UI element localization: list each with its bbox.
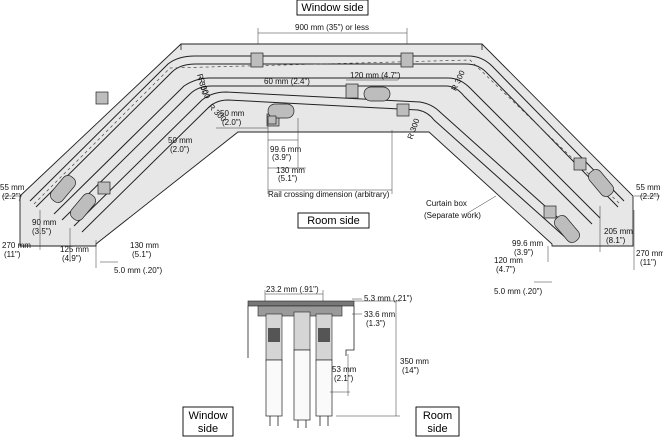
room-side-top-box: Room side bbox=[297, 212, 370, 229]
dim-270r-2: (11") bbox=[640, 258, 657, 267]
rail-outer bbox=[29, 55, 625, 202]
dim-270r-1: 270 mm bbox=[636, 249, 663, 258]
dim-90-2: (3.5") bbox=[32, 227, 52, 236]
dim-205-1: 205 mm bbox=[604, 227, 633, 236]
room-side-bottom-box: Room side bbox=[415, 406, 460, 437]
dim-23: 23.2 mm (.91") bbox=[266, 285, 319, 294]
dim-99b-2: (3.9") bbox=[514, 248, 534, 257]
window-side-bottom-box: Window side bbox=[182, 406, 234, 437]
room-side-bottom-label-1: Room bbox=[423, 410, 452, 422]
dim-33-6-2: (1.3") bbox=[366, 319, 386, 328]
window-side-top-box: Window side bbox=[296, 0, 369, 16]
dim-55l-2: (2.2") bbox=[2, 192, 22, 201]
dim-99a-1: 99.6 mm bbox=[270, 145, 301, 154]
room-side-bottom-label-2: side bbox=[427, 423, 447, 435]
dim-50a-2: (2.0") bbox=[222, 118, 242, 127]
dim-90-1: 90 mm bbox=[32, 218, 57, 227]
dim-125-1: 125 mm bbox=[60, 245, 89, 254]
dim-5-3: 5.3 mm (.21") bbox=[364, 294, 413, 303]
rail-middle bbox=[53, 77, 601, 219]
dim-60: 60 mm (2.4") bbox=[264, 77, 310, 86]
curtain-box-label-2: (Separate work) bbox=[424, 211, 481, 220]
dim-900-label: 900 mm (35") or less bbox=[295, 23, 369, 32]
dim-50b-2: (2.0") bbox=[170, 145, 190, 154]
dim-55r-1: 55 mm bbox=[636, 183, 661, 192]
dim-5l: 5.0 mm (.20") bbox=[114, 266, 163, 275]
dim-130b-1: 130 mm bbox=[130, 241, 159, 250]
brackets bbox=[50, 52, 614, 243]
dim-130b-2: (5.1") bbox=[132, 250, 152, 259]
curtain-box-label-1: Curtain box bbox=[426, 199, 467, 208]
dim-53mm-1: 53 mm bbox=[332, 365, 357, 374]
window-side-bottom-label-1: Window bbox=[188, 410, 227, 422]
dim-125-2: (4.9") bbox=[62, 254, 82, 263]
dim-53mm-2: (2.1") bbox=[334, 374, 354, 383]
cross-section: 23.2 mm (.91") 5.3 mm (.21") 33.6 mm (1.… bbox=[247, 285, 429, 428]
dim-99a-2: (3.9") bbox=[272, 153, 292, 162]
dim-130a-2: (5.1") bbox=[278, 174, 298, 183]
dim-130a-1: 130 mm bbox=[276, 166, 305, 175]
window-side-top-label: Window side bbox=[301, 2, 363, 14]
rail-inner bbox=[73, 91, 575, 233]
dim-350-1: 350 mm bbox=[400, 357, 429, 366]
dim-5r: 5.0 mm (.20") bbox=[494, 287, 543, 296]
dim-120b-2: (4.7") bbox=[496, 265, 516, 274]
dim-99b-1: 99.6 mm bbox=[512, 239, 543, 248]
dim-33-6-1: 33.6 mm bbox=[364, 310, 395, 319]
room-side-top-label: Room side bbox=[307, 215, 360, 227]
window-side-bottom-label-2: side bbox=[198, 423, 218, 435]
dim-270l-2: (11") bbox=[4, 250, 21, 259]
dim-50a-1: 50 mm bbox=[220, 109, 245, 118]
dim-350-2: (14") bbox=[402, 366, 419, 375]
dim-50b-1: 50 mm bbox=[168, 136, 193, 145]
dim-270l-1: 270 mm bbox=[2, 241, 31, 250]
dim-120a: 120 mm (4.7") bbox=[350, 71, 401, 80]
dim-120b-1: 120 mm bbox=[494, 256, 523, 265]
dim-rail-crossing: Rail crossing dimension (arbitrary) bbox=[268, 190, 390, 199]
dim-205-2: (8.1") bbox=[606, 236, 626, 245]
dim-55l-1: 55 mm bbox=[0, 183, 25, 192]
curtain-box bbox=[19, 43, 634, 247]
dim-55r-2: (2.2") bbox=[640, 192, 660, 201]
